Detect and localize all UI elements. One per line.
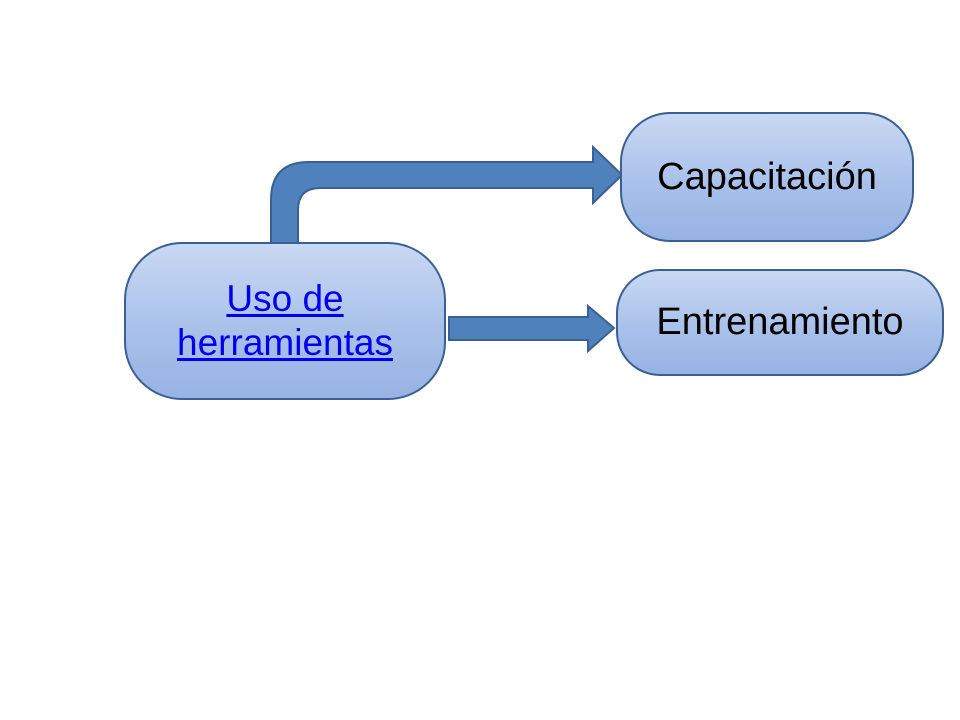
arrow-to-capacitacion (270, 144, 624, 245)
source-node: Uso de herramientas (124, 242, 446, 400)
source-label-line1: Uso de (226, 278, 344, 319)
entrenamiento-node: Entrenamiento (616, 269, 944, 376)
capacitacion-node: Capacitación (620, 112, 914, 242)
source-label-line2: herramientas (177, 322, 393, 363)
capacitacion-label: Capacitación (657, 155, 877, 198)
arrow-to-entrenamiento (448, 303, 616, 354)
entrenamiento-label: Entrenamiento (656, 301, 904, 343)
herramientas-link[interactable]: Uso de herramientas (177, 277, 393, 365)
